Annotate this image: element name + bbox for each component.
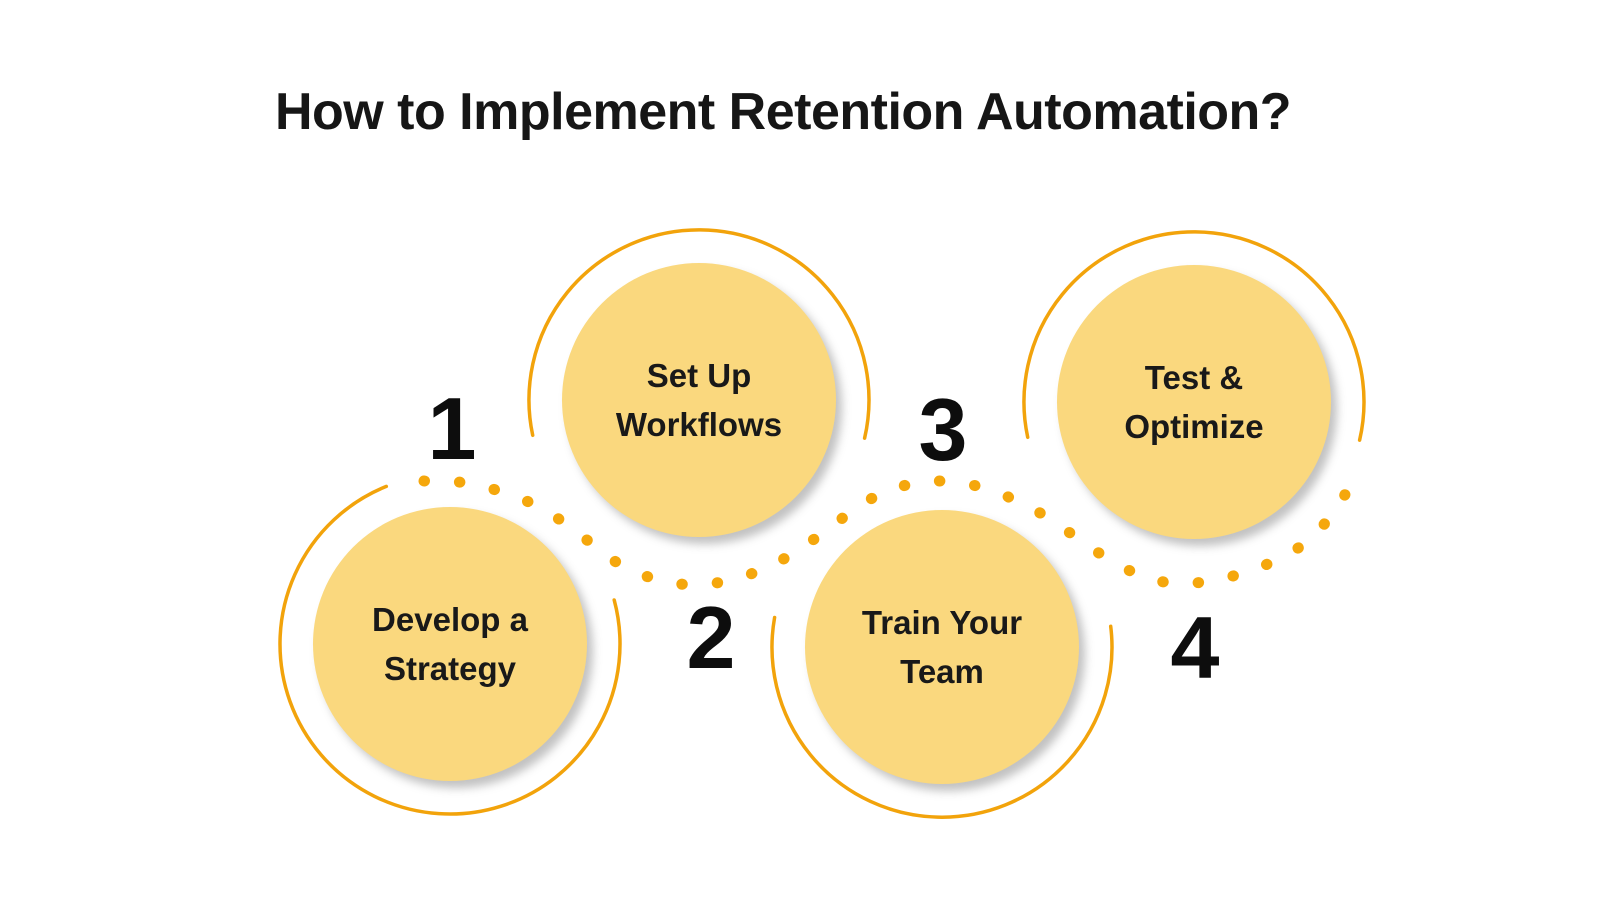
step-label-line: Optimize [1124, 408, 1264, 445]
step-label-line: Test & [1144, 359, 1244, 396]
ring-arc-step-4 [1022, 230, 1366, 442]
step-label-line: Team [900, 653, 984, 690]
step-label-line: Workflows [615, 406, 783, 443]
dotted-flow-line [418, 458, 1365, 591]
step-number-2: 2 [686, 588, 736, 687]
step-circle-set-up-workflows: Set Up Workflows [562, 263, 836, 537]
step-label-line: Train Your [861, 604, 1023, 641]
step-circle-develop-a-strategy: Develop a Strategy [313, 507, 587, 781]
ring-arc-step-1 [278, 484, 622, 816]
step-circle-train-your-team: Train Your Team [805, 510, 1079, 784]
step-number-4: 4 [1170, 598, 1220, 697]
ring-arc-step-3 [770, 615, 1114, 819]
step-circle-test-and-optimize: Test & Optimize [1057, 265, 1331, 539]
page-title: How to Implement Retention Automation? [274, 83, 1292, 141]
step-label-line: Strategy [383, 650, 517, 687]
ring-arc-step-2 [527, 228, 871, 440]
step-number-1: 1 [427, 379, 477, 478]
step-label-line: Develop a [372, 601, 528, 638]
step-number-3: 3 [918, 380, 968, 479]
step-label-line: Set Up [646, 357, 752, 394]
